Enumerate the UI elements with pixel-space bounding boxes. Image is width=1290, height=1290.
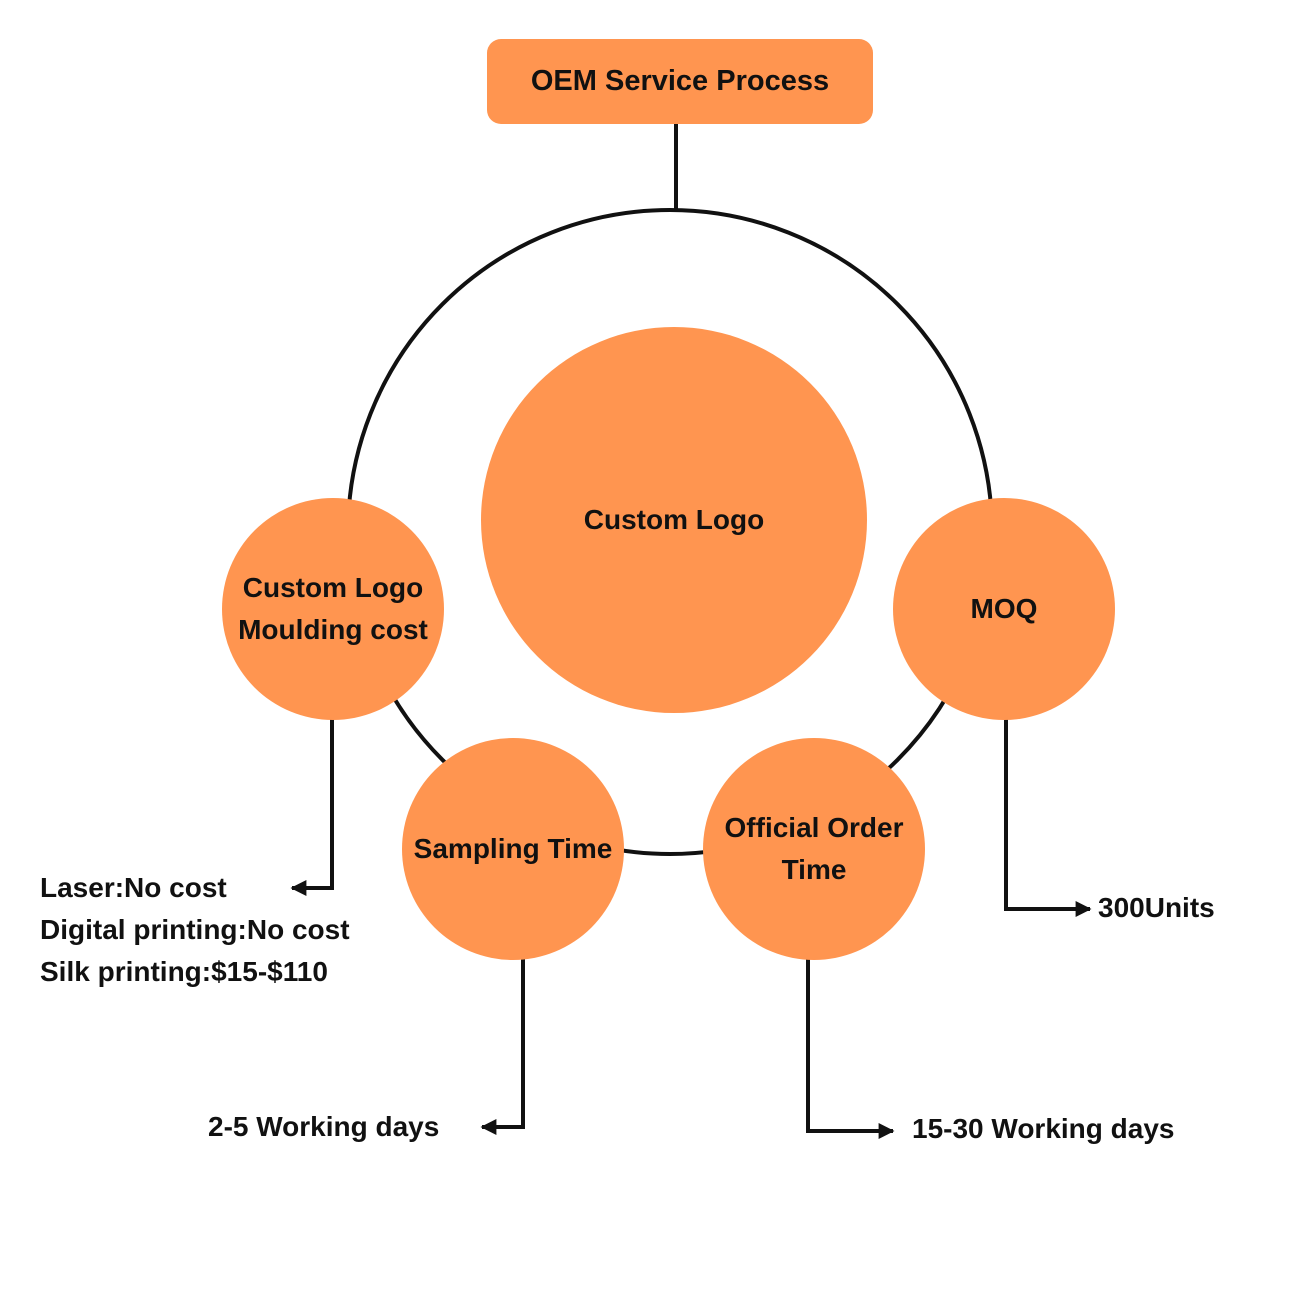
moq-node-label: MOQ [970, 593, 1038, 624]
sampling-detail: 2-5 Working days [208, 1111, 440, 1142]
moulding-detail-line: Silk printing:$15-$110 [40, 956, 328, 987]
official-node: Official Order Time [703, 738, 925, 960]
center-node-label: Custom Logo [583, 504, 765, 535]
moq-detail: 300Units [1098, 892, 1215, 923]
moulding-arrow [290, 718, 334, 896]
moulding-detail-line: Digital printing:No cost [40, 914, 350, 945]
moulding-node-label: Custom Logo Moulding cost [238, 572, 428, 645]
official-arrow [806, 958, 895, 1139]
center-node: Custom Logo [481, 327, 867, 713]
official-detail: 15-30 Working days [912, 1113, 1175, 1144]
moulding-detail-line: Laser:No cost [40, 872, 227, 903]
official-node-label: Official Order Time [724, 812, 904, 885]
sampling-node: Sampling Time [402, 738, 624, 960]
moulding-node: Custom Logo Moulding cost [222, 498, 444, 720]
sampling-arrow [480, 958, 525, 1135]
diagram-title: OEM Service Process [530, 65, 830, 97]
moq-arrow [1004, 718, 1092, 917]
title-box: OEM Service Process [487, 39, 873, 124]
moq-node: MOQ [893, 498, 1115, 720]
sampling-node-label: Sampling Time [413, 833, 613, 864]
moulding-details: Laser:No cost Digital printing:No cost S… [40, 867, 350, 993]
